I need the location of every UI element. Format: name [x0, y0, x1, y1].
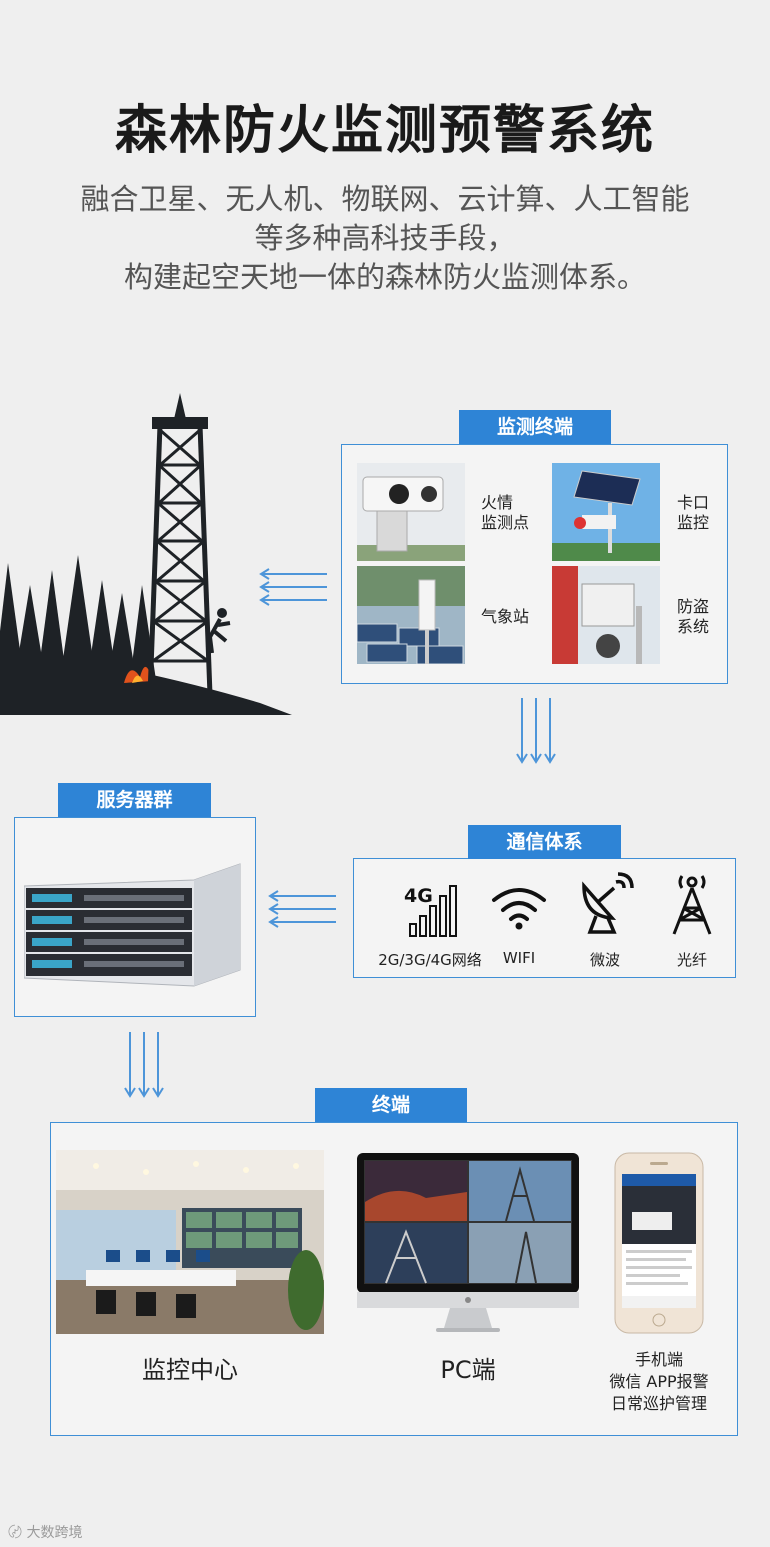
arrow-down-group [516, 698, 556, 764]
server-rack-image [24, 863, 241, 987]
wifi-icon [492, 888, 546, 930]
alarm-camera-image [552, 566, 660, 664]
smartphone-image [614, 1152, 704, 1334]
thermal-camera-image [357, 463, 465, 561]
solar-camera-image [552, 463, 660, 561]
satellite-dish-icon [582, 872, 634, 934]
page-subtitle: 融合卫星、无人机、物联网、云计算、人工智能 等多种高科技手段， 构建起空天地一体… [20, 180, 750, 297]
weather-station-image [357, 566, 465, 664]
comm-item-label: 微波 [589, 951, 620, 969]
monitor-item-label: 气象站 [481, 607, 530, 626]
comm-item-label: 光纤 [676, 951, 707, 969]
subtitle-line: 构建起空天地一体的森林防火监测体系。 [123, 260, 646, 294]
comm-item-label: WIFI [502, 949, 536, 967]
comm-system-tag: 通信体系 [468, 825, 621, 859]
watermark: 〄 大数跨境 [8, 1525, 83, 1541]
monitor-terminal-tag: 监测终端 [459, 410, 611, 444]
arrow-down-group [124, 1032, 164, 1098]
page-title: 森林防火监测预警系统 [114, 101, 655, 161]
watermark-logo-icon: 〄 [8, 1525, 27, 1541]
arrow-left-group [268, 890, 336, 928]
terminal-item-label: 监控中心 [142, 1356, 238, 1384]
comm-item-label: 2G/3G/4G网络 [378, 951, 482, 969]
server-group-tag: 服务器群 [58, 783, 211, 817]
terminal-item-label: PC端 [440, 1356, 496, 1384]
monitor-item-label: 卡口 监控 [677, 493, 710, 532]
tower-icon [672, 875, 712, 935]
terminal-tag: 终端 [315, 1088, 467, 1122]
4g-signal-icon: 4G [404, 885, 457, 937]
arrow-left-group [259, 568, 327, 606]
control-room-image [56, 1150, 324, 1334]
svg-text:4G: 4G [404, 885, 433, 907]
pc-monitor-image [357, 1153, 579, 1332]
phone-label: 手机端 微信 APP报警 日常巡护管理 [609, 1350, 709, 1413]
comm-system-box [353, 858, 736, 978]
subtitle-line: 等多种高科技手段， [254, 221, 516, 255]
monitor-item-label: 火情 监测点 [481, 493, 530, 532]
forest-tower-illustration [0, 393, 292, 715]
subtitle-line: 融合卫星、无人机、物联网、云计算、人工智能 [80, 182, 690, 216]
monitor-item-label: 防盗 系统 [677, 597, 710, 636]
